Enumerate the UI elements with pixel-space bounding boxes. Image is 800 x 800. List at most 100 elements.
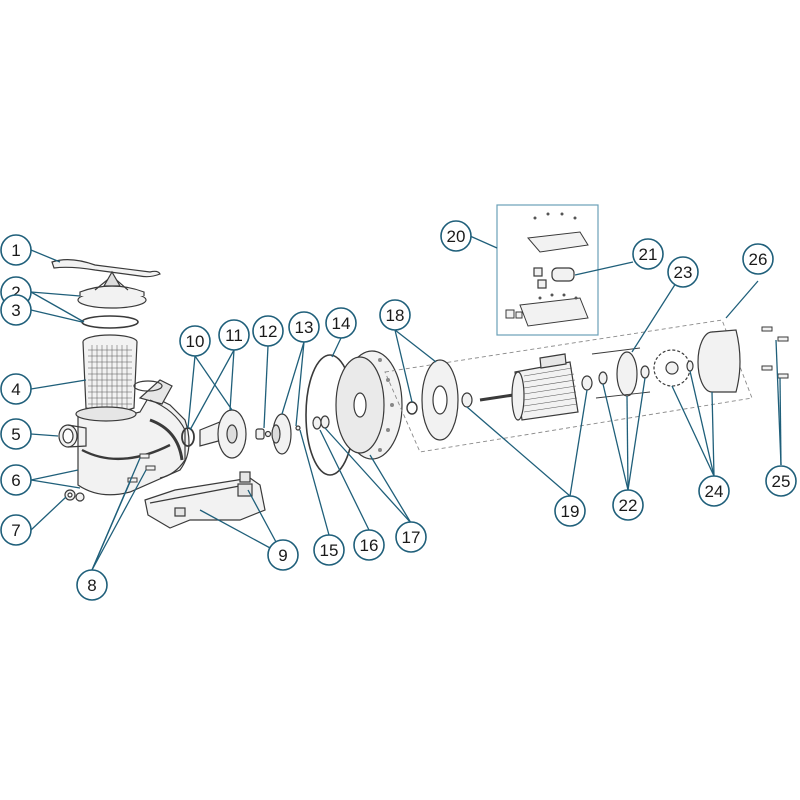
part-cooling-fan [653, 349, 694, 387]
parts-drawing [51, 204, 789, 529]
leader-lines [30, 235, 782, 571]
part-seal-plate [335, 350, 403, 460]
callout-number: 14 [332, 314, 351, 333]
callout-number: 5 [11, 425, 20, 444]
part-base-foot [144, 471, 266, 529]
callout-circle [0, 464, 32, 496]
part-motor [479, 353, 579, 421]
callout-14: 14 [325, 307, 357, 339]
part-union-nut [58, 424, 87, 448]
callout-number: 6 [11, 471, 20, 490]
callout-number: 11 [225, 326, 243, 345]
callout-8: 8 [76, 569, 108, 601]
part-capacitor [533, 267, 575, 289]
part-end-shield [591, 347, 651, 399]
callout-circle [218, 319, 250, 351]
callout-number: 18 [386, 306, 405, 325]
callout-circle [179, 325, 211, 357]
callout-number: 21 [639, 245, 658, 264]
callout-number: 19 [561, 502, 580, 521]
callout-number: 13 [295, 318, 314, 337]
callout-13: 13 [288, 311, 320, 343]
callout-number: 9 [278, 546, 287, 565]
callout-circle [440, 220, 472, 252]
part-cover-screws [761, 326, 789, 379]
callout-6: 6 [0, 464, 32, 496]
callout-number: 1 [11, 241, 20, 260]
callout-number: 23 [674, 263, 693, 282]
callout-circle [698, 475, 730, 507]
callout-5: 5 [0, 418, 32, 450]
part-motor-bracket [406, 359, 459, 441]
callout-number: 3 [11, 301, 20, 320]
callout-number: 15 [320, 541, 339, 560]
part-impeller-spacer [255, 428, 272, 440]
callout-17: 17 [395, 521, 427, 553]
callout-number: 12 [259, 322, 278, 341]
callout-circle [742, 243, 774, 275]
callout-circle [554, 495, 586, 527]
callout-19: 19 [554, 495, 586, 527]
callout-10: 10 [179, 325, 211, 357]
callout-number: 22 [619, 496, 638, 515]
callout-circle [76, 569, 108, 601]
callout-circle [667, 256, 699, 288]
callout-circle [267, 539, 299, 571]
callout-circle [353, 529, 385, 561]
callout-number: 10 [186, 332, 205, 351]
callout-20: 20 [440, 220, 472, 252]
callout-23: 23 [667, 256, 699, 288]
callout-24: 24 [698, 475, 730, 507]
callout-number: 4 [11, 380, 20, 399]
part-pump-body [75, 379, 190, 496]
callout-1: 1 [0, 234, 32, 266]
part-strainer-basket [82, 334, 138, 413]
callout-number: 2 [11, 283, 20, 302]
callout-number: 7 [11, 521, 20, 540]
callout-number: 16 [360, 536, 379, 555]
callout-circle [0, 294, 32, 326]
callout-circle [379, 299, 411, 331]
part-mechanical-seal [312, 415, 330, 430]
callout-number: 17 [402, 528, 421, 547]
part-drain-plug [64, 489, 85, 502]
part-lid-oring [81, 315, 139, 329]
part-diffuser [199, 409, 247, 459]
callout-15: 15 [313, 534, 345, 566]
callout-number: 8 [87, 576, 96, 595]
callout-circle [0, 234, 32, 266]
callout-22: 22 [612, 489, 644, 521]
callout-circle [0, 373, 32, 405]
callout-11: 11 [218, 319, 250, 351]
callout-21: 21 [632, 238, 664, 270]
callout-4: 4 [0, 373, 32, 405]
part-lid [77, 270, 147, 309]
callout-circle [252, 315, 284, 347]
callout-12: 12 [252, 315, 284, 347]
callout-circle [325, 307, 357, 339]
callout-26: 26 [742, 243, 774, 275]
part-body-screws [127, 453, 156, 483]
callout-18: 18 [379, 299, 411, 331]
callout-number: 24 [705, 482, 724, 501]
callout-circle [0, 418, 32, 450]
callout-16: 16 [353, 529, 385, 561]
motor-group-outline [384, 319, 753, 453]
callout-9: 9 [267, 539, 299, 571]
callout-number: 20 [447, 227, 466, 246]
callout-25: 25 [765, 465, 797, 497]
callout-number: 25 [772, 472, 791, 491]
callout-circle [395, 521, 427, 553]
part-lid-wrench [51, 259, 161, 278]
part-terminal-box [505, 212, 589, 327]
callout-circle [0, 514, 32, 546]
part-impeller [271, 413, 292, 455]
part-washer [295, 425, 301, 431]
callout-circle [765, 465, 797, 497]
callout-circle [313, 534, 345, 566]
callout-circle [612, 489, 644, 521]
callout-number: 26 [749, 250, 768, 269]
callout-7: 7 [0, 514, 32, 546]
